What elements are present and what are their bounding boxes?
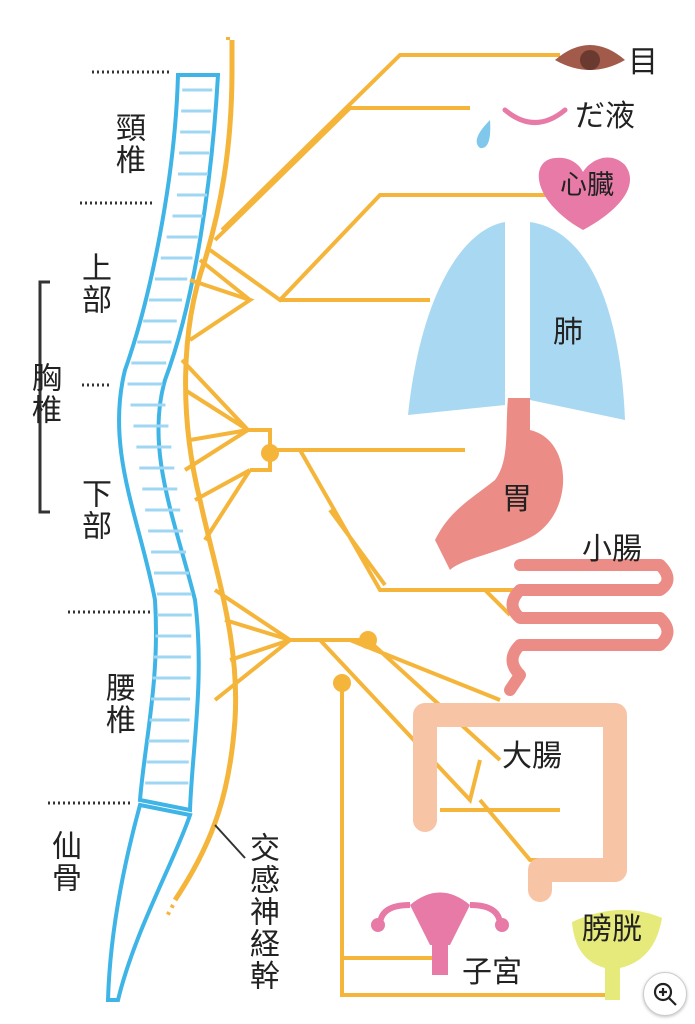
- label-thoracic-upper: 上部: [76, 252, 111, 316]
- small-intestine-icon: [504, 559, 674, 696]
- section-dividers: [48, 70, 172, 805]
- nerve-pointer: [214, 824, 246, 859]
- label-lumbar: 腰椎: [100, 672, 135, 736]
- label-cervical: 頸椎: [110, 112, 145, 176]
- label-eye: 目: [628, 45, 658, 80]
- uterus-icon: [371, 892, 509, 975]
- label-large-intestine: 大腸: [502, 739, 562, 774]
- thoracic-bracket: [38, 280, 50, 514]
- label-heart: 心臓: [560, 170, 614, 201]
- label-lung: 肺: [553, 315, 583, 350]
- label-uterus: 子宮: [462, 955, 522, 990]
- label-sacrum: 仙骨: [46, 830, 81, 894]
- label-stomach: 胃: [502, 482, 532, 517]
- bladder-icon: [572, 909, 662, 1000]
- nerve-network: [164, 32, 620, 997]
- heart-icon: [538, 157, 631, 230]
- stomach-icon: [435, 398, 564, 570]
- label-thoracic: 胸椎: [26, 362, 61, 426]
- zoom-in-icon: [653, 982, 677, 1006]
- spine: [105, 73, 221, 1002]
- large-intestine-icon: [413, 703, 627, 902]
- lungs-icon: [408, 222, 625, 420]
- saliva-icon: [476, 107, 568, 149]
- eye-icon: [555, 45, 625, 70]
- nerve-ganglia: [261, 444, 377, 692]
- label-saliva: だ液: [575, 99, 635, 134]
- zoom-in-button[interactable]: [643, 972, 687, 1016]
- label-small-intestine: 小腸: [582, 532, 642, 567]
- label-sympathetic-trunk: 交感神経幹: [244, 832, 279, 992]
- label-thoracic-lower: 下部: [76, 478, 111, 542]
- label-bladder: 膀胱: [582, 912, 642, 947]
